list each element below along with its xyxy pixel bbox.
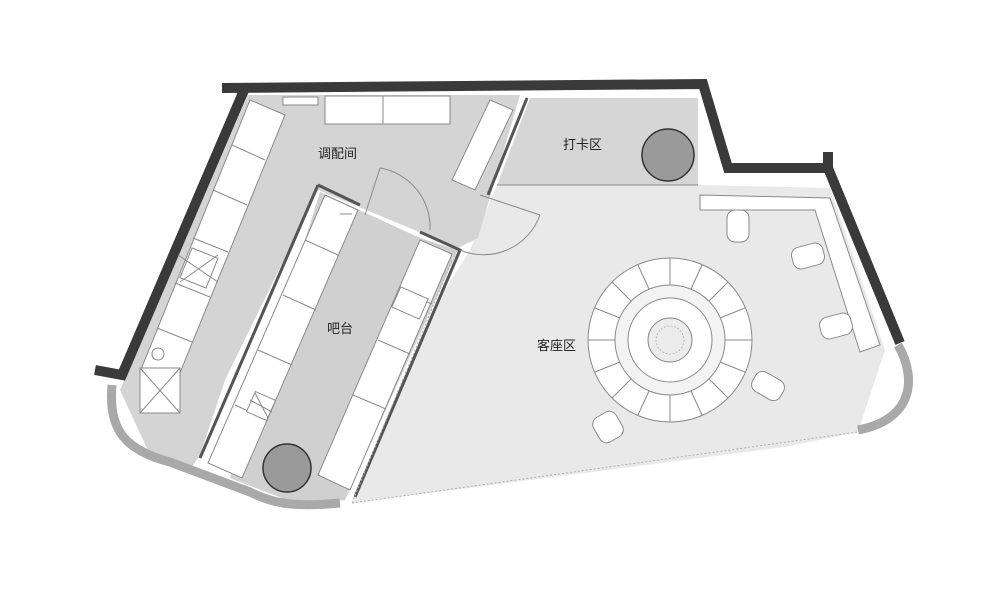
- sink-basin: [151, 347, 165, 361]
- partition-mixing-checkin: [486, 97, 529, 196]
- stool-5: [592, 410, 624, 444]
- round-table-center: [655, 325, 685, 355]
- bench-right: [699, 194, 881, 353]
- open-edge: [351, 431, 859, 504]
- appliance-top-left: [282, 96, 319, 106]
- round-table-core: [647, 317, 693, 363]
- stool-3: [818, 312, 854, 340]
- stool-1: [726, 209, 750, 243]
- wall-top: [221, 78, 828, 173]
- label-checkin-area: 打卡区: [563, 138, 602, 153]
- label-seating-area: 客座区: [537, 338, 576, 354]
- seating-furniture: [587, 194, 881, 444]
- shelf-right: [451, 99, 514, 191]
- bar-aisle-floor: [230, 192, 458, 505]
- bar-back-counter: [207, 194, 359, 479]
- bar-frame-top: [317, 183, 361, 207]
- wall-right: [823, 152, 905, 345]
- walls: [94, 78, 905, 381]
- door-swing-bar: [459, 214, 541, 256]
- bar-counter: [207, 194, 541, 491]
- curved-wall-left: [106, 384, 341, 510]
- mixing-room-furniture: [139, 95, 514, 414]
- column-checkin: [641, 128, 695, 182]
- label-bar-counter: 吧台: [327, 322, 353, 337]
- column-bar: [262, 443, 312, 493]
- bar-frame: [198, 184, 320, 459]
- curved-walls: [106, 342, 914, 510]
- bar-sink: [391, 286, 429, 320]
- top-counter: [324, 95, 451, 125]
- round-sofa-segments: [588, 258, 752, 422]
- label-mixing-room: 调配间: [318, 147, 357, 162]
- curved-wall-right: [857, 342, 914, 435]
- wall-left: [94, 86, 250, 381]
- stool-2: [790, 242, 826, 270]
- door-swing-mixing: [379, 167, 431, 231]
- stool-4: [751, 370, 785, 402]
